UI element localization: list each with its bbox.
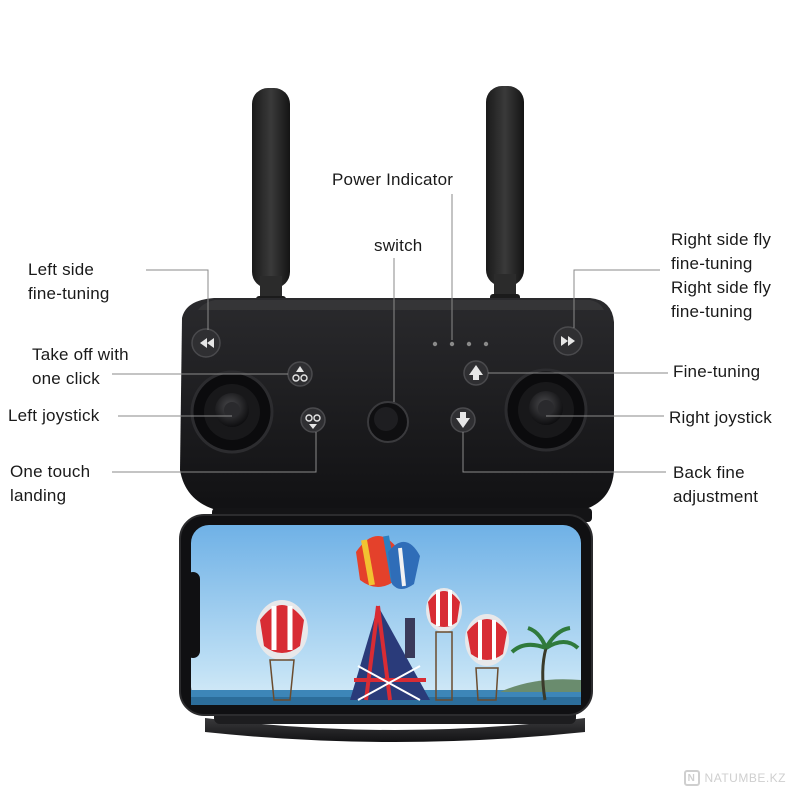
takeoff-icon: [292, 366, 308, 382]
left-joystick[interactable]: [190, 370, 274, 454]
label-line: Back fine: [673, 463, 745, 482]
watermark-logo-icon: N: [683, 770, 700, 786]
label-line: Right side fly: [671, 230, 772, 249]
label-line: adjustment: [673, 487, 759, 506]
rewind-icon: [200, 338, 214, 348]
label-line: One touch: [10, 462, 91, 481]
power-indicator-leds: [432, 341, 489, 347]
back-fine-adjustment-label: Back fine adjustment: [673, 461, 758, 509]
left-joystick-label: Left joystick: [8, 406, 100, 425]
watermark-text: NATUMBE.KZ: [704, 771, 786, 785]
up-arrow-icon: [469, 365, 483, 380]
power-switch[interactable]: [367, 401, 409, 443]
forward-trim-button[interactable]: [463, 360, 489, 386]
hot-air-balloon: [426, 588, 462, 701]
one-touch-landing-label: One touch landing: [10, 460, 90, 508]
label-line: Right side fly: [671, 278, 772, 297]
left-trim-button[interactable]: [191, 328, 221, 358]
takeoff-button[interactable]: [287, 361, 313, 387]
right-joystick[interactable]: [504, 368, 588, 452]
landing-button[interactable]: [300, 407, 326, 433]
landing-icon: [305, 414, 321, 429]
right-side-fly-fine-tuning-label: Right side fly fine-tuning Right side fl…: [671, 228, 771, 324]
down-arrow-icon: [456, 412, 470, 428]
fine-tuning-label: Fine-tuning: [673, 362, 761, 381]
leader-lines: [112, 194, 668, 473]
hot-air-balloon: [465, 614, 509, 701]
label-line: fine-tuning: [28, 284, 110, 303]
label-line: Left side: [28, 260, 95, 279]
right-antenna: [486, 86, 524, 304]
label-line: fine-tuning: [671, 302, 753, 321]
hot-air-balloon: [256, 600, 308, 701]
take-off-label: Take off with one click: [32, 343, 129, 391]
hot-air-balloon: [356, 535, 420, 589]
left-antenna: [252, 88, 290, 306]
label-line: one click: [32, 369, 100, 388]
back-trim-button[interactable]: [450, 407, 476, 433]
power-indicator-label: Power Indicator: [332, 170, 454, 189]
fast-forward-icon: [561, 336, 575, 346]
switch-label: switch: [374, 236, 423, 255]
label-line: fine-tuning: [671, 254, 753, 273]
label-line: landing: [10, 486, 67, 505]
right-joystick-label: Right joystick: [669, 408, 772, 427]
watermark: N NATUMBE.KZ: [683, 770, 786, 786]
label-line: Take off with: [32, 345, 129, 364]
smartphone: [179, 514, 593, 716]
tent-structure: [350, 605, 430, 701]
left-side-fine-tuning-label: Left side fine-tuning: [28, 258, 110, 306]
right-trim-button[interactable]: [553, 326, 583, 356]
